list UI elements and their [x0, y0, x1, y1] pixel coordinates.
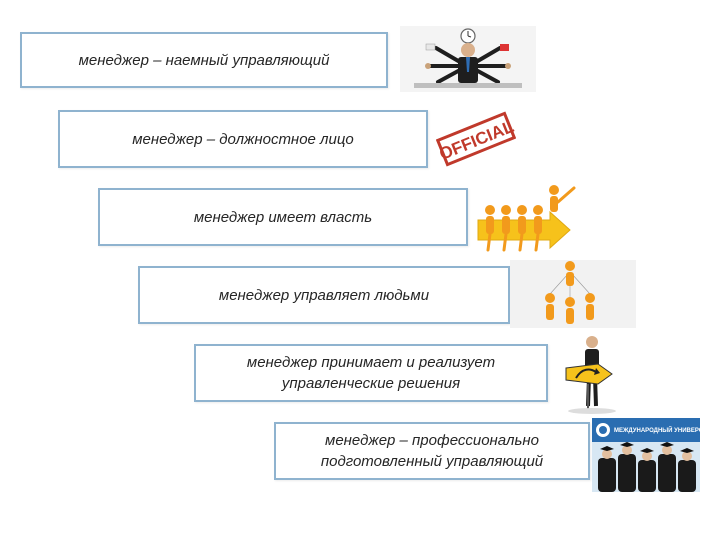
puppeteer-figures-icon — [510, 260, 636, 328]
step-text-1: менеджер – наемный управляющий — [78, 51, 330, 69]
step-text-4: менеджер управляет людьми — [218, 286, 430, 304]
step-text-3: менеджер имеет власть — [193, 208, 373, 226]
step-box-6: менеджер – профессионально подготовленны… — [274, 422, 590, 480]
step-box-2: менеджер – должностное лицо — [58, 110, 428, 168]
multitasking-manager-icon — [400, 26, 536, 92]
leader-pulling-team-icon — [466, 180, 586, 254]
step-box-1: менеджер – наемный управляющий — [20, 32, 388, 88]
university-sign-text: МЕЖДУНАРОДНЫЙ УНИВЕРСИТЕТ «МИТСО» — [614, 426, 700, 434]
step-box-5: менеджер принимает и реализует управленч… — [194, 344, 548, 402]
step-box-3: менеджер имеет власть — [98, 188, 468, 246]
businessman-direction-sign-icon — [558, 334, 624, 416]
step-text-2: менеджер – должностное лицо — [132, 130, 354, 148]
step-box-4: менеджер управляет людьми — [138, 266, 510, 324]
graduates-university-icon: МЕЖДУНАРОДНЫЙ УНИВЕРСИТЕТ «МИТСО» — [592, 418, 700, 492]
step-text-5: менеджер принимает и реализует управленч… — [246, 354, 496, 392]
official-stamp-icon: OFFICIAL — [436, 104, 516, 174]
step-text-6: менеджер – профессионально подготовленны… — [320, 432, 544, 470]
